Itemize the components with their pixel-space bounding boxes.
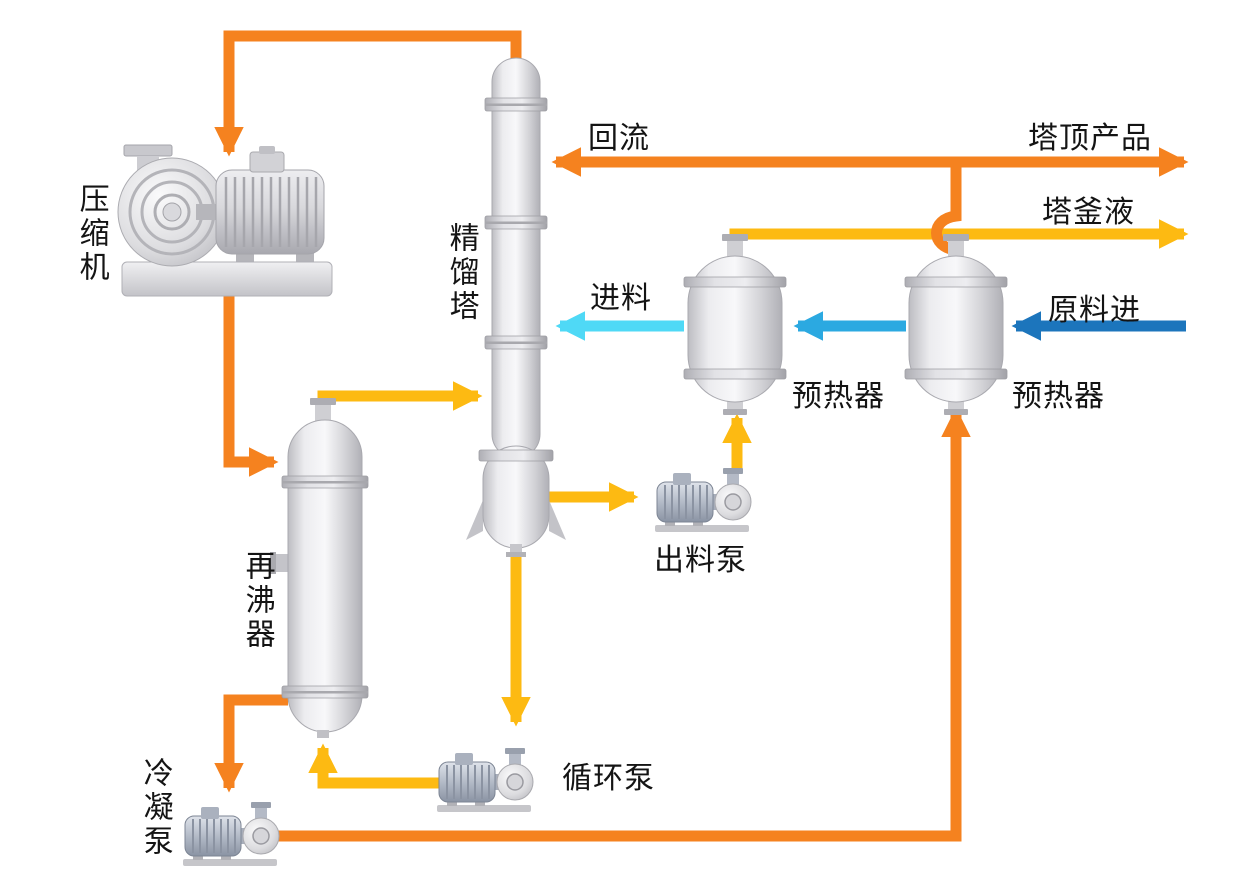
label-bottoms-liquid: 塔釜液	[1042, 195, 1135, 230]
label-raw-material-in: 原料进	[1048, 293, 1141, 328]
label-preheater-left: 预热器	[792, 379, 885, 414]
condensate-pump	[183, 802, 280, 866]
flow-lines	[214, 30, 1189, 842]
label-feed: 进料	[590, 281, 652, 316]
reboiler-shell	[287, 419, 363, 733]
compressor-coupling	[196, 204, 220, 220]
reboiler-side-nozzle	[274, 554, 290, 572]
label-reflux: 回流	[588, 121, 650, 156]
label-distillation-column: 精馏塔	[443, 222, 479, 324]
preheater-right-shell	[908, 255, 1004, 403]
compressor-inlet-flange	[123, 144, 173, 157]
preheater-left-shell	[687, 255, 783, 403]
label-top-product: 塔顶产品	[1028, 121, 1152, 156]
circulation-pump	[437, 748, 534, 812]
column-shell	[491, 57, 541, 459]
discharge-pump	[655, 468, 752, 532]
line-column-top-to-compressor	[214, 30, 522, 157]
compressor	[117, 144, 333, 297]
label-circulation-pump: 循环泵	[562, 761, 655, 796]
preheater-left-top-nozzle	[727, 238, 743, 258]
line-reboiler-to-condensate-pump	[214, 694, 288, 793]
column-support-left	[466, 500, 483, 540]
column-support-right	[549, 500, 566, 540]
preheater-left	[683, 234, 787, 415]
label-compressor: 压缩机	[73, 183, 109, 285]
preheater-right-top-nozzle	[948, 238, 964, 258]
distillation-column	[466, 57, 566, 557]
line-compressor-to-reboiler	[223, 294, 279, 477]
reboiler	[270, 398, 369, 738]
line-condensate-pump-to-preheater	[268, 407, 971, 842]
line-circulation-pump-to-reboiler	[308, 743, 448, 789]
reboiler-top-nozzle	[315, 402, 331, 424]
column-flanges	[484, 97, 548, 350]
preheater-right	[904, 234, 1008, 415]
label-reboiler: 再沸器	[239, 550, 275, 652]
label-preheater-right: 预热器	[1012, 379, 1105, 414]
line-reboiler-to-column	[317, 381, 483, 411]
label-condensate-pump: 冷凝泵	[137, 757, 173, 859]
label-discharge-pump: 出料泵	[654, 543, 747, 578]
